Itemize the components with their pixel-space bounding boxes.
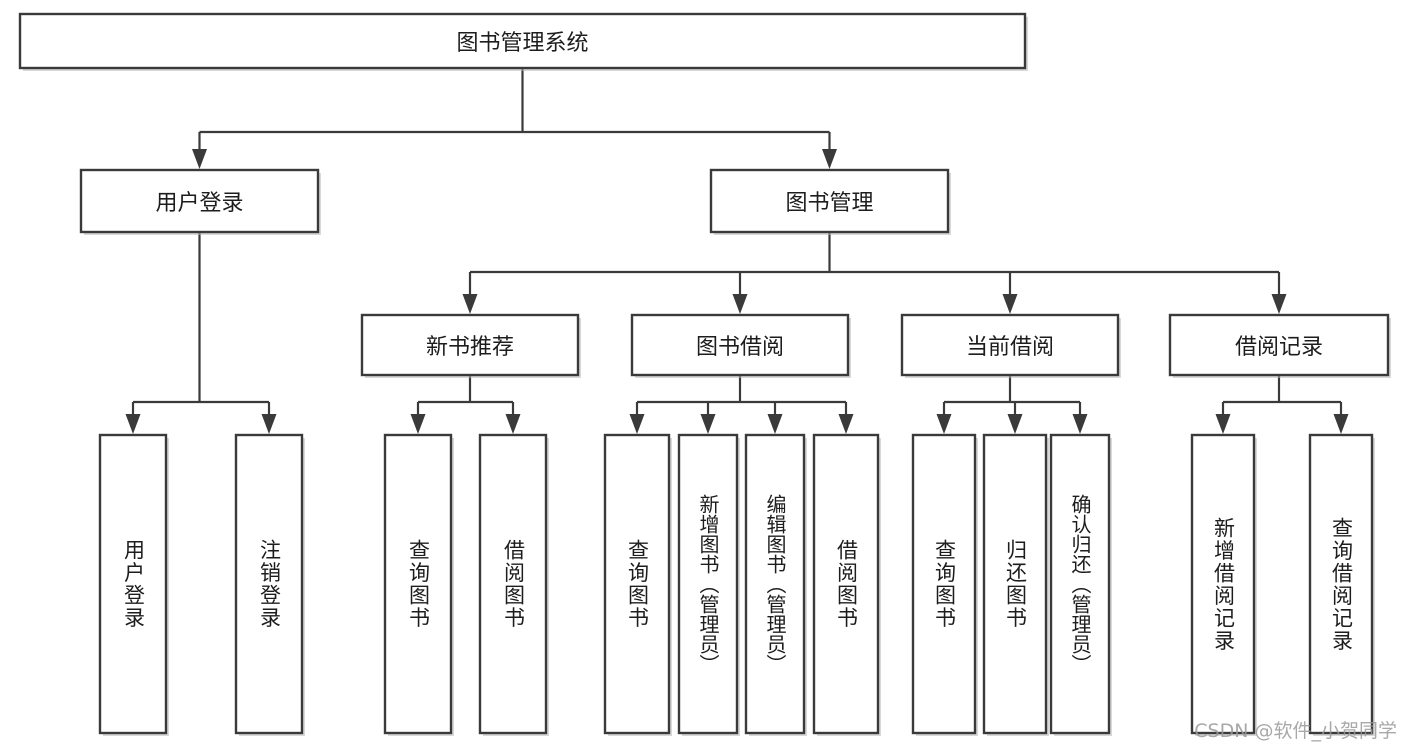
node-leaf-return-book[interactable] xyxy=(982,433,1048,735)
node-borrow-record[interactable] xyxy=(1168,313,1390,377)
node-book-manage[interactable] xyxy=(709,168,950,234)
node-leaf-query-book-1[interactable] xyxy=(383,433,453,735)
node-leaf-query-record[interactable] xyxy=(1308,433,1374,735)
node-leaf-user-login[interactable] xyxy=(98,433,168,735)
node-leaf-query-book-2[interactable] xyxy=(603,433,671,735)
node-leaf-logout[interactable] xyxy=(234,433,304,735)
node-leaf-confirm-return[interactable] xyxy=(1049,433,1111,735)
node-book-borrow[interactable] xyxy=(630,313,850,377)
node-new-book-rec[interactable] xyxy=(360,313,580,377)
node-leaf-borrow-book-2[interactable] xyxy=(812,433,880,735)
node-leaf-add-record[interactable] xyxy=(1190,433,1256,735)
watermark-text: CSDN @软件_小贺同学 xyxy=(1194,720,1397,742)
node-root[interactable] xyxy=(18,12,1027,70)
node-leaf-edit-book[interactable] xyxy=(744,433,806,735)
node-leaf-query-book-3[interactable] xyxy=(911,433,977,735)
node-current-borrow[interactable] xyxy=(900,313,1120,377)
node-leaf-borrow-book-1[interactable] xyxy=(478,433,548,735)
node-leaf-add-book[interactable] xyxy=(677,433,739,735)
node-user-login[interactable] xyxy=(79,168,320,234)
